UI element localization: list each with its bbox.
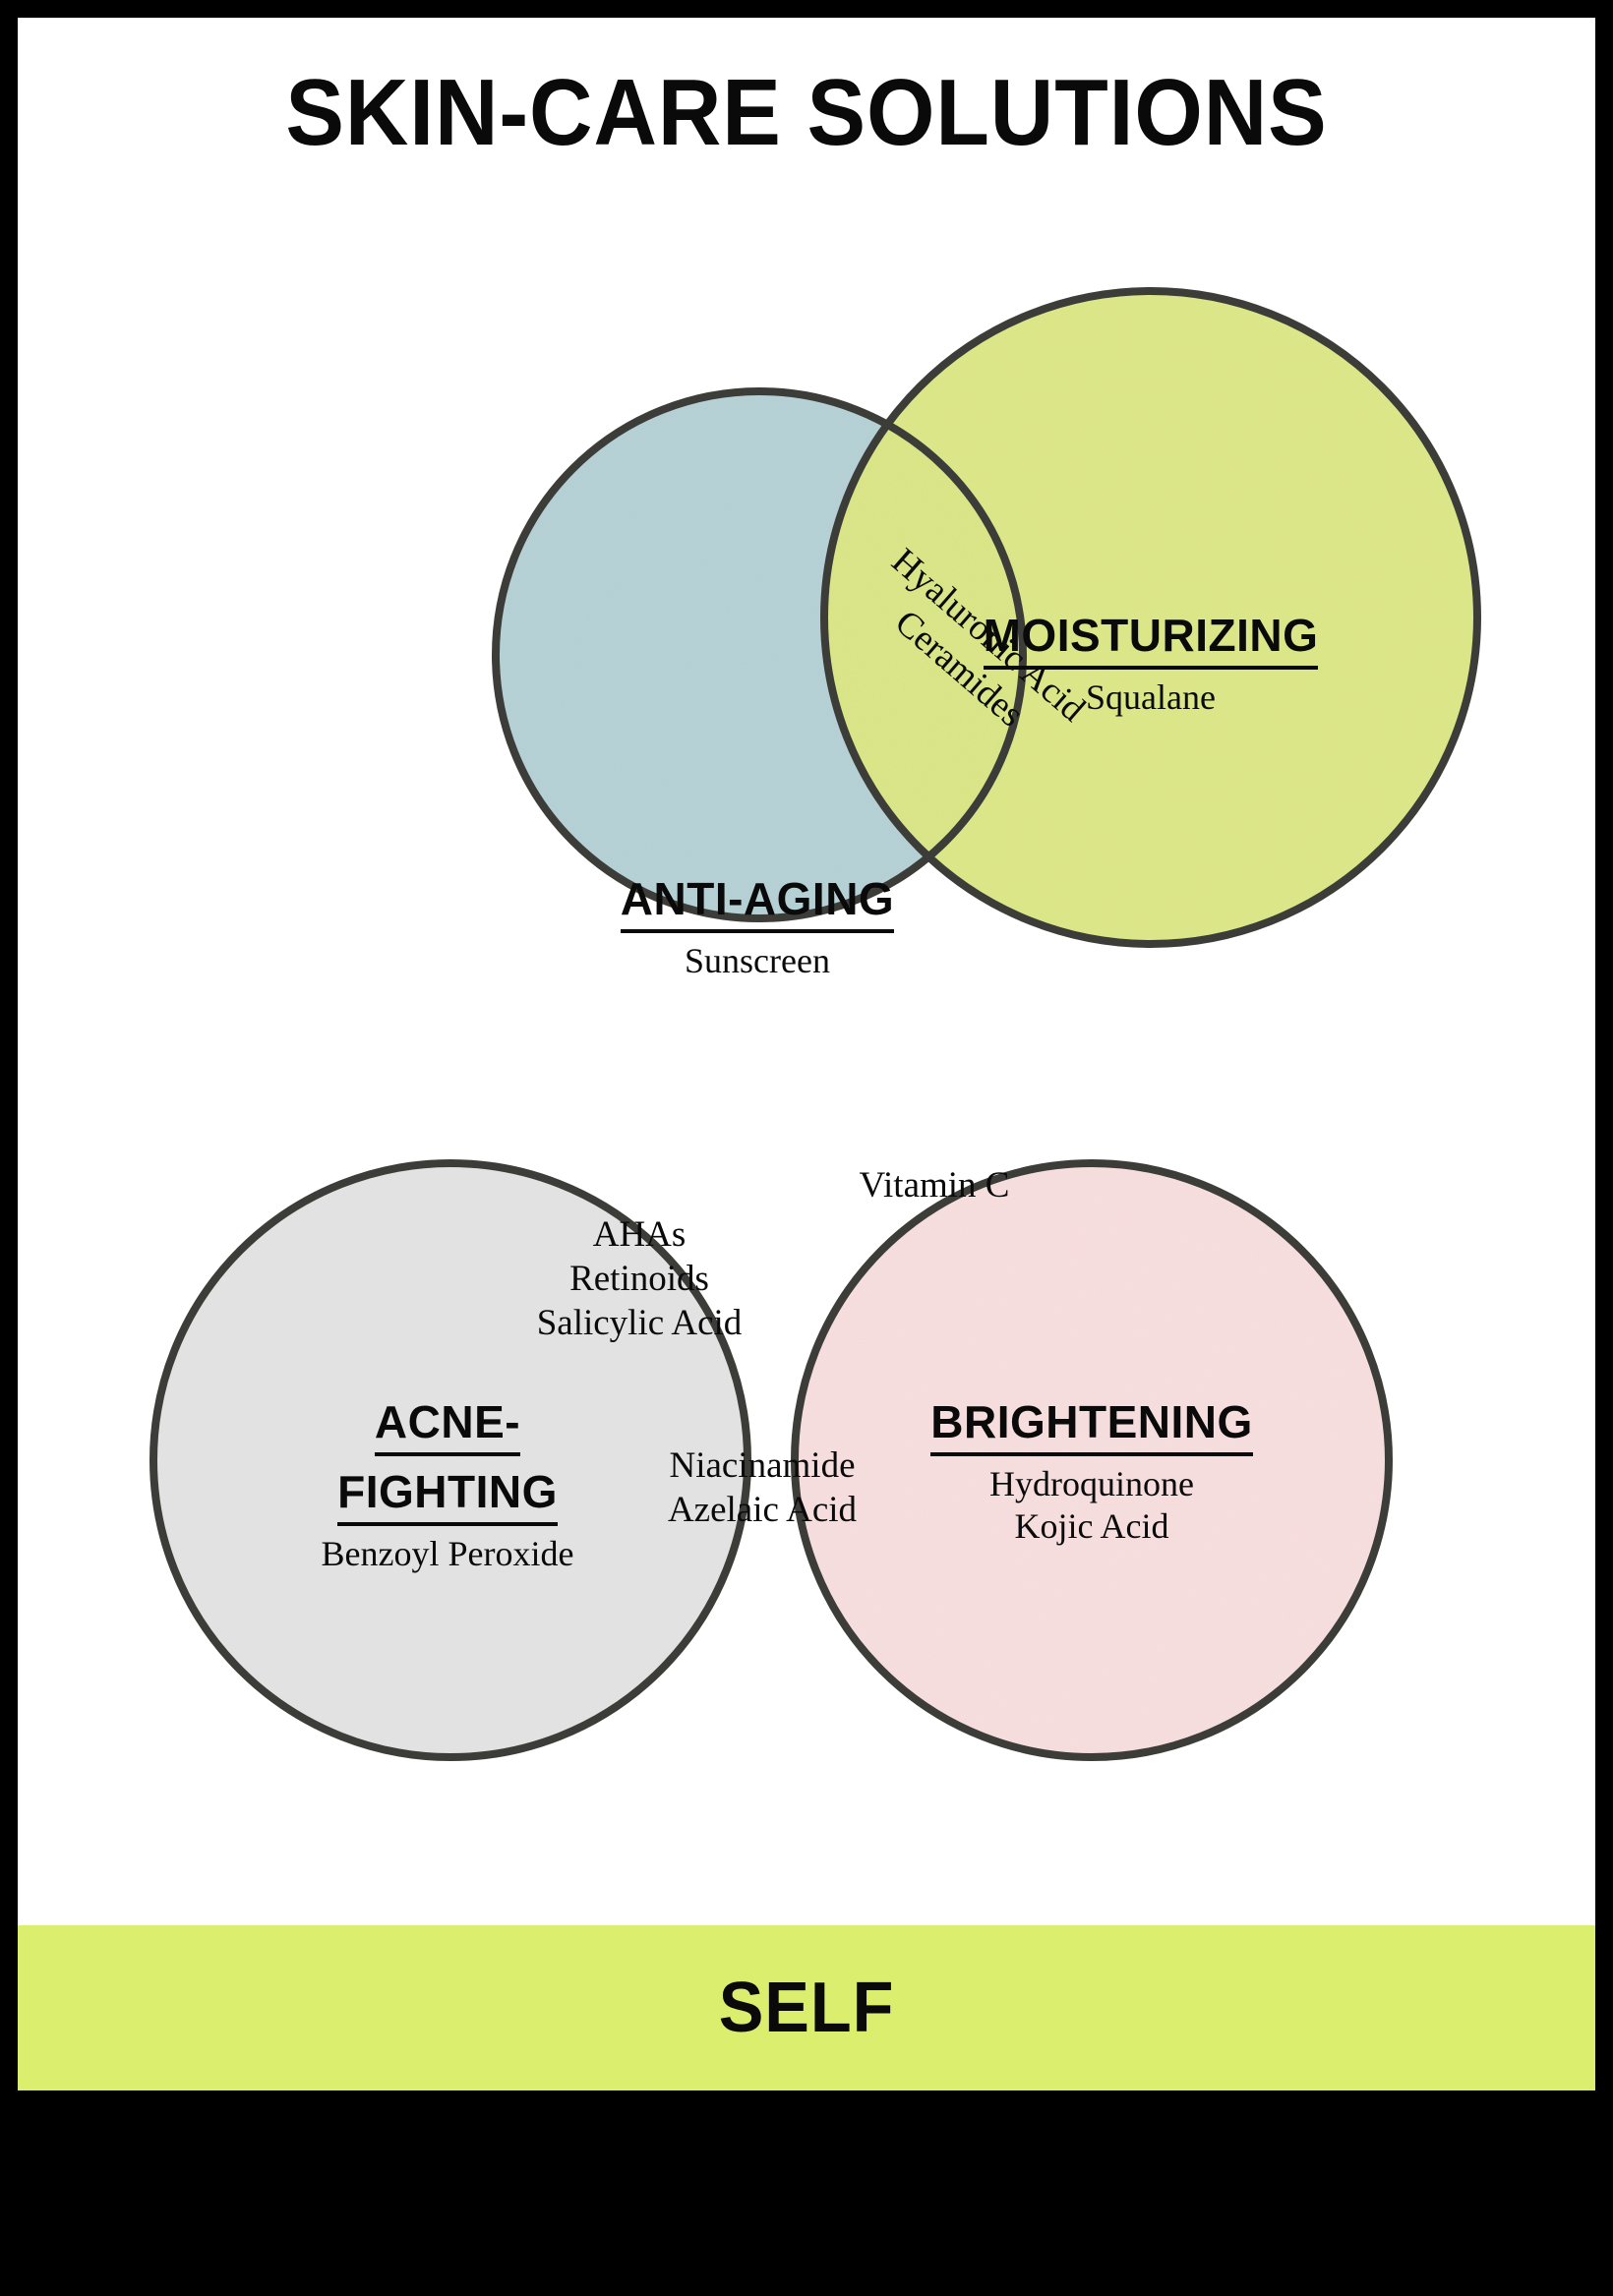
- venn-intersection-line-ahas: AHAs: [592, 1214, 687, 1255]
- venn-label-acne-fighting-title-line2: FIGHTING: [337, 1464, 558, 1527]
- venn-item-kojic-acid: Kojic Acid: [1014, 1505, 1169, 1546]
- venn-intersection-line-niacinamide: Niacinamide: [669, 1445, 856, 1486]
- venn-label-anti-aging: ANTI-AGING Sunscreen: [462, 871, 1052, 982]
- venn-label-moisturizing-title: MOISTURIZING: [983, 608, 1319, 671]
- brand-footer: SELF: [18, 1925, 1595, 2090]
- venn-label-acne-fighting: ACNE- FIGHTING Benzoyl Peroxide: [148, 1394, 747, 1575]
- poster-card: SKIN-CARE SOLUTIONS: [18, 18, 1595, 2090]
- venn-label-moisturizing: MOISTURIZING Squalane: [885, 608, 1416, 719]
- venn-label-anti-aging-items: Sunscreen: [685, 941, 830, 981]
- venn-label-acne-fighting-items: Benzoyl Peroxide: [321, 1534, 574, 1574]
- venn-intersection-anti-aging-brightening: Vitamin C: [747, 1163, 1121, 1207]
- venn-label-brightening-title: BRIGHTENING: [930, 1394, 1253, 1457]
- venn-intersection-line-retinoids: Retinoids: [569, 1259, 709, 1300]
- brand-footer-label: SELF: [718, 1969, 895, 2047]
- venn-item-hydroquinone: Hydroquinone: [989, 1464, 1194, 1504]
- venn-intersection-acne-fighting-brightening: Niacinamide Azelaic Acid: [551, 1443, 974, 1532]
- venn-intersection-line-salicylic-acid: Salicylic Acid: [536, 1303, 743, 1344]
- venn-intersection-triple-center: AHAs Retinoids Salicylic Acid: [393, 1212, 885, 1345]
- venn-diagram: MOISTURIZING Squalane ANTI-AGING Sunscre…: [0, 18, 1613, 1925]
- venn-label-moisturizing-items: Squalane: [1086, 677, 1216, 718]
- venn-intersection-line-azelaic-acid: Azelaic Acid: [667, 1490, 858, 1531]
- venn-label-acne-fighting-title-line1: ACNE-: [374, 1394, 521, 1457]
- venn-label-anti-aging-title: ANTI-AGING: [620, 871, 895, 934]
- page-title: SKIN-CARE SOLUTIONS: [285, 60, 1328, 165]
- venn-intersection-line-vitamin-c: Vitamin C: [859, 1165, 1010, 1206]
